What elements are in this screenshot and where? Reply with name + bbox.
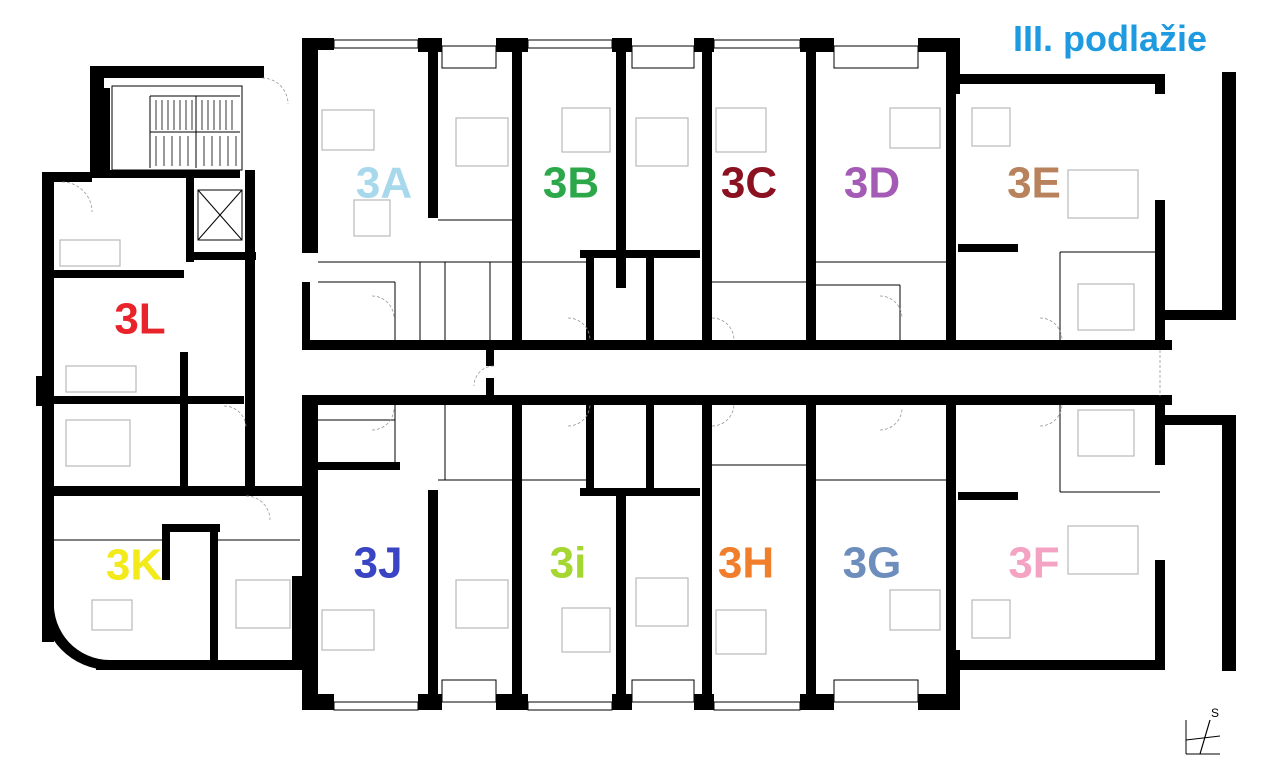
furniture [59, 107, 1139, 655]
unit-label-3E: 3E [1007, 159, 1061, 208]
unit-label-3B: 3B [543, 159, 599, 208]
south-windows [333, 679, 919, 711]
unit-label-3J: 3J [354, 539, 403, 588]
north-windows [333, 39, 919, 69]
partitions [54, 219, 1160, 541]
unit-label-3G: 3G [843, 539, 902, 588]
floor-title: III. podlažie [1012, 18, 1207, 59]
south-block-walls [302, 395, 1236, 710]
north-arrow-icon: S [1180, 706, 1224, 756]
unit-label-3F: 3F [1008, 539, 1059, 588]
unit-label-3i: 3i [550, 539, 587, 588]
west-wing-walls [36, 66, 306, 670]
unit-labels: 3A 3B 3C 3D 3E 3L 3K 3J 3i 3H 3G 3F [106, 159, 1061, 590]
unit-label-3A: 3A [356, 159, 412, 208]
staircase [111, 85, 243, 241]
compass-letter: S [1211, 706, 1220, 720]
unit-label-3D: 3D [844, 159, 900, 208]
corridor [473, 348, 1161, 396]
door-swings [61, 77, 1063, 521]
unit-label-3H: 3H [718, 539, 774, 588]
north-block-walls [302, 38, 1236, 350]
unit-label-3C: 3C [721, 159, 777, 208]
unit-label-3K: 3K [106, 541, 162, 590]
unit-label-3L: 3L [114, 295, 165, 344]
